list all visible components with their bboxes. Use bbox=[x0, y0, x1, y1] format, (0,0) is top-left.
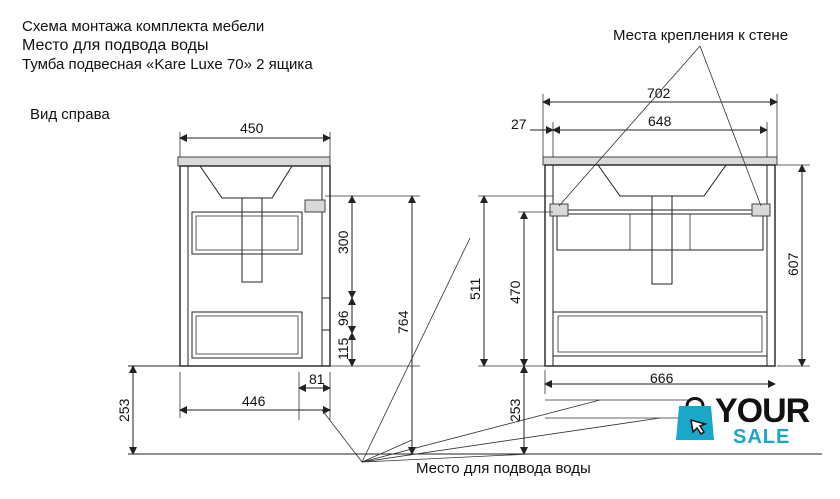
side-siphon bbox=[241, 197, 263, 283]
schema-title: Схема монтажа комплекта мебели bbox=[22, 18, 265, 35]
leader-left-mount bbox=[558, 45, 701, 207]
yoursale-logo: YOUR SALE bbox=[673, 392, 833, 452]
dim-511: 511 bbox=[467, 277, 483, 300]
front-upper-drawer bbox=[556, 213, 764, 251]
right-wall-mount bbox=[751, 203, 771, 217]
dim-253-side: 253 bbox=[116, 398, 132, 422]
dim-607: 607 bbox=[785, 252, 801, 276]
dim-115: 115 bbox=[335, 337, 351, 360]
side-view-label: Вид справа bbox=[30, 106, 110, 123]
leader-water-1 bbox=[361, 237, 471, 463]
leader-water-4 bbox=[361, 453, 531, 463]
front-cabinet-body bbox=[544, 164, 776, 367]
dim-300: 300 bbox=[335, 230, 351, 254]
dim-253-front: 253 bbox=[507, 398, 523, 422]
side-wall-clip bbox=[304, 199, 326, 213]
leader-water-5 bbox=[361, 399, 601, 463]
product-name: Тумба подвесная «Kare Luxe 70» 2 ящика bbox=[22, 56, 313, 73]
wall-mount-label: Места крепления к стене bbox=[613, 27, 789, 44]
leader-water-6 bbox=[361, 417, 661, 463]
dim-648: 648 bbox=[648, 113, 672, 129]
left-wall-mount bbox=[549, 203, 569, 217]
shopping-bag-icon bbox=[676, 397, 714, 440]
water-inlet-label: Место для подвода воды bbox=[416, 460, 591, 477]
front-siphon bbox=[651, 195, 673, 285]
dim-450: 450 bbox=[240, 120, 264, 136]
brand-sale-text: SALE bbox=[733, 426, 791, 448]
leader-water-2 bbox=[361, 439, 413, 463]
dim-96: 96 bbox=[335, 310, 351, 326]
side-upper-drawer bbox=[191, 211, 303, 255]
front-lower-drawer bbox=[552, 311, 768, 357]
side-lower-drawer bbox=[191, 311, 303, 359]
brand-your-text: YOUR bbox=[715, 392, 810, 430]
dim-764: 764 bbox=[395, 310, 411, 334]
dim-666: 666 bbox=[650, 370, 674, 386]
dim-81: 81 bbox=[309, 371, 325, 387]
dim-27: 27 bbox=[511, 116, 527, 132]
leader-water-3 bbox=[321, 409, 363, 463]
front-countertop bbox=[542, 156, 778, 166]
side-countertop bbox=[177, 156, 331, 167]
leader-right-mount bbox=[699, 45, 762, 207]
side-cabinet-body bbox=[179, 165, 331, 367]
dim-446: 446 bbox=[242, 393, 266, 409]
schema-subtitle: Место для подвода воды bbox=[22, 37, 209, 54]
dim-470: 470 bbox=[507, 280, 523, 304]
side-view-cabinet bbox=[177, 156, 331, 367]
front-view-cabinet bbox=[542, 156, 778, 367]
